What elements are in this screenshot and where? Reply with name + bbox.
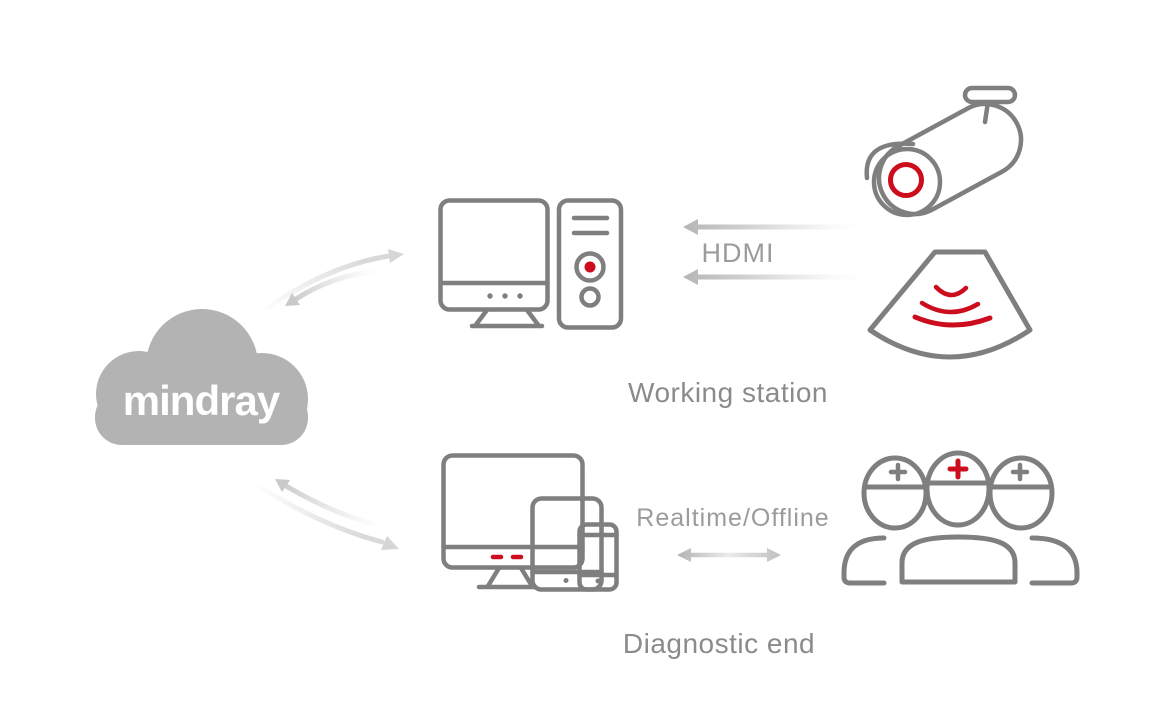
cloud-diagnostic-arrows bbox=[259, 479, 399, 550]
camera-lens bbox=[888, 162, 924, 198]
monitor-icon bbox=[441, 453, 585, 590]
doctor-right bbox=[987, 455, 1080, 586]
sector-outline bbox=[867, 249, 1033, 360]
cross-icon bbox=[888, 462, 908, 482]
shoulders-right bbox=[1029, 535, 1080, 586]
smartphone-icon bbox=[577, 522, 619, 592]
diagnostic-end-label: Diagnostic end bbox=[622, 628, 816, 659]
diagnostic-to-cloud-arrow bbox=[275, 479, 377, 527]
workstation-to-cloud-arrow bbox=[285, 269, 375, 306]
medical-team-icon bbox=[841, 450, 1080, 586]
bidirectional-arrow bbox=[677, 548, 781, 562]
ultrasound-sector-icon bbox=[867, 249, 1033, 360]
cloud-icon bbox=[95, 309, 308, 445]
hdmi-arrow-bottom bbox=[683, 269, 860, 285]
working-station-label: Working station bbox=[628, 377, 828, 408]
workstation-icon bbox=[438, 198, 624, 330]
camera-hood bbox=[864, 141, 916, 181]
shoulders-left bbox=[841, 535, 887, 586]
cloud-to-workstation-arrow bbox=[264, 249, 404, 311]
diagnostic-devices-icon bbox=[441, 453, 619, 592]
hdmi-arrow-top bbox=[683, 219, 860, 235]
mindray-cloud-logo: mindray bbox=[95, 309, 308, 445]
computer-tower-icon bbox=[556, 198, 624, 330]
realtime-offline-label: Realtime/Offline bbox=[636, 504, 830, 532]
cloud-to-diagnostic-arrow bbox=[259, 485, 399, 550]
ultrasound-waves bbox=[912, 284, 993, 328]
doctor-left bbox=[841, 455, 929, 586]
cloud-workstation-arrows bbox=[264, 249, 404, 311]
power-led bbox=[584, 261, 596, 273]
camera-front bbox=[871, 146, 943, 218]
camera-body bbox=[876, 101, 1024, 217]
hdmi-arrows bbox=[683, 219, 860, 285]
red-cross-icon bbox=[947, 458, 969, 480]
shoulders-center bbox=[899, 534, 1018, 585]
desktop-monitor-icon bbox=[438, 198, 550, 329]
hdmi-label: HDMI bbox=[701, 238, 775, 268]
doctor-center bbox=[899, 450, 1018, 585]
cross-icon bbox=[1010, 462, 1030, 482]
surveillance-camera-icon bbox=[864, 85, 1024, 218]
tablet-icon bbox=[530, 496, 604, 592]
brand-text: mindray bbox=[123, 377, 281, 424]
